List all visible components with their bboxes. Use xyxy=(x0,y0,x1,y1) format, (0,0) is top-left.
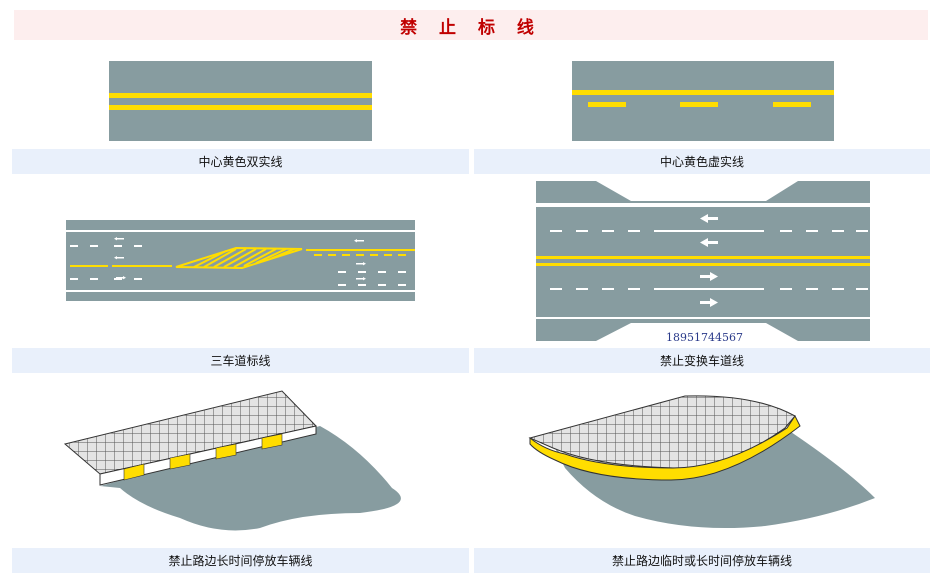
three-lane-marking-figure xyxy=(66,220,415,301)
center-dashed-solid-yellow-figure xyxy=(572,61,834,141)
no-lane-change-figure xyxy=(536,181,870,341)
caption-center-dashed-solid: 中心黄色虚实线 xyxy=(474,149,930,174)
no-long-term-parking-figure xyxy=(63,390,401,531)
caption-center-double-solid: 中心黄色双实线 xyxy=(12,149,469,174)
page-title-bar: 禁 止 标 线 xyxy=(14,10,928,40)
caption-no-temporary-parking: 禁止路边临时或长时间停放车辆线 xyxy=(474,548,930,573)
page-title: 禁 止 标 线 xyxy=(400,17,542,38)
caption-three-lane: 三车道标线 xyxy=(12,348,469,373)
caption-no-long-term-parking: 禁止路边长时间停放车辆线 xyxy=(12,548,469,573)
no-temporary-parking-figure xyxy=(528,395,875,529)
center-double-solid-yellow-figure xyxy=(109,61,372,141)
phone-number-note: 18951744567 xyxy=(666,331,743,344)
caption-no-lane-change: 禁止变换车道线 xyxy=(474,348,930,373)
